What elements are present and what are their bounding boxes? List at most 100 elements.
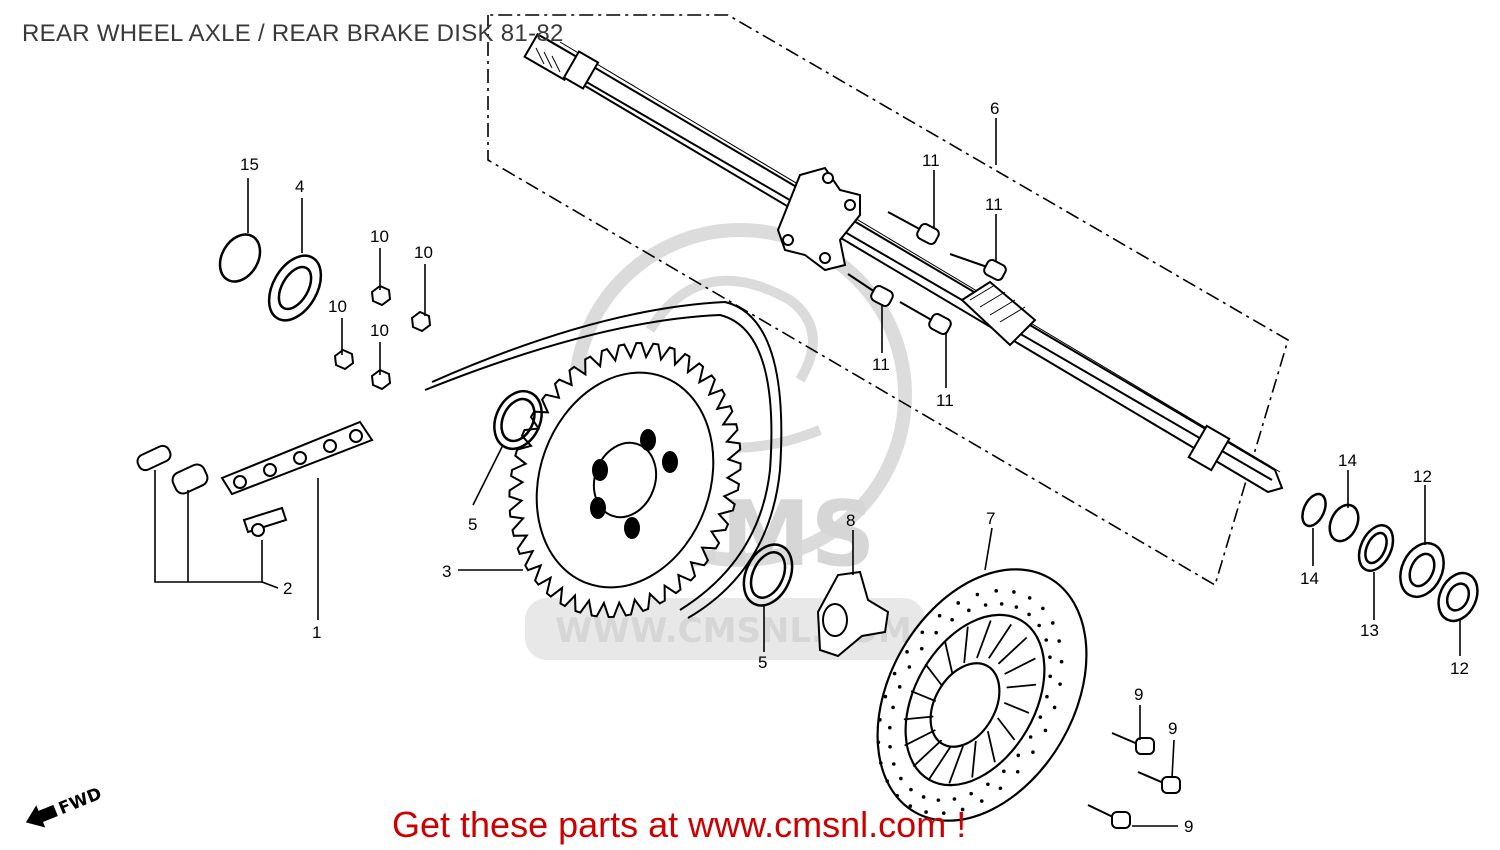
disk-drill-hole (1044, 638, 1049, 642)
disk-drill-hole (919, 646, 924, 651)
disk-drill-hole (883, 694, 888, 699)
disk-drill-hole (1058, 682, 1062, 686)
disk-vent-line (988, 623, 1012, 659)
disk-drill-hole (1014, 605, 1019, 609)
disk-vent-line (912, 739, 943, 768)
rear-axle (523, 32, 1284, 494)
disk-vent-line (1006, 683, 1037, 689)
disk-vent-line (1003, 701, 1030, 714)
disk-bolts (1087, 732, 1181, 829)
disk-drill-hole (892, 671, 897, 676)
callout-12-b: 12 (1450, 659, 1469, 678)
disk-vent-line (948, 745, 964, 784)
disk-drill-hole (1027, 612, 1031, 617)
o-rings (493, 390, 794, 607)
disk-drill-hole (1028, 735, 1033, 739)
callout-9-b: 9 (1168, 719, 1177, 738)
callout-3: 3 (442, 562, 451, 581)
disk-drill-hole (1031, 750, 1035, 754)
fwd-label: FWD (56, 784, 105, 819)
callout-7: 7 (986, 509, 995, 528)
circlip-and-seal (218, 233, 323, 322)
disk-drill-hole (905, 650, 909, 654)
disk-vent-line (903, 715, 934, 721)
callout-10-b: 10 (414, 243, 433, 262)
disk-drill-hole (975, 592, 980, 597)
disk-drill-hole (1037, 623, 1041, 628)
callout-2: 2 (283, 579, 292, 598)
fwd-direction-marker: FWD (25, 784, 105, 828)
disk-drill-hole (1052, 705, 1057, 710)
disk-drill-hole (937, 613, 942, 618)
page-title: REAR WHEEL AXLE / REAR BRAKE DISK 81-82 (22, 20, 564, 47)
disk-drill-hole (876, 740, 881, 745)
callout-1: 1 (312, 623, 321, 642)
disk-drill-hole (979, 799, 984, 803)
disk-drill-hole (1045, 694, 1049, 699)
disk-drill-hole (999, 602, 1004, 606)
disk-drill-hole (1057, 639, 1061, 643)
callout-10-d: 10 (370, 321, 389, 340)
disk-drill-hole (1048, 655, 1052, 659)
callout-5-a: 5 (468, 515, 477, 534)
disk-drill-hole (891, 705, 895, 710)
disk-drill-hole (998, 786, 1003, 791)
disk-drill-hole (878, 718, 882, 722)
callout-10-c: 10 (328, 297, 347, 316)
disk-drill-hole (1043, 728, 1048, 733)
disk-drill-hole (908, 804, 913, 808)
disk-drill-hole (885, 779, 889, 783)
disk-drill-hole (1012, 590, 1016, 594)
callout-11-b: 11 (985, 195, 1003, 214)
disk-drill-hole (1038, 715, 1043, 719)
disk-drill-hole (899, 776, 903, 781)
disk-drill-hole (921, 795, 926, 799)
bearings-and-collars (1301, 492, 1479, 623)
disk-drill-hole (897, 685, 902, 689)
disk-hub (816, 570, 890, 658)
disk-vent-line (924, 663, 944, 687)
leader-lines (154, 118, 1461, 827)
footer-promo-text: Get these parts at www.cmsnl.com ! (392, 804, 967, 845)
disk-drill-hole (1041, 606, 1045, 611)
disk-drill-hole (879, 761, 883, 765)
disk-drill-hole (967, 608, 971, 613)
disk-vent-line (996, 717, 1016, 741)
disk-vent-line (944, 641, 954, 673)
callout-5-b: 5 (758, 653, 767, 672)
disk-drill-hole (1016, 753, 1021, 758)
disk-drill-hole (1059, 659, 1064, 664)
disk-drill-hole (983, 603, 988, 607)
drive-chain (136, 300, 783, 619)
disk-vent-line (971, 740, 977, 778)
disk-drill-hole (920, 630, 925, 635)
disk-drill-hole (986, 782, 990, 787)
disk-drill-hole (969, 791, 973, 796)
disk-vent-line (997, 636, 1028, 665)
disk-drill-hole (895, 793, 899, 798)
rear-sprocket (508, 341, 742, 619)
disk-vent-line (986, 731, 996, 763)
disk-drill-hole (888, 725, 892, 730)
disk-drill-hole (907, 665, 912, 669)
disk-vent-line (928, 745, 952, 781)
brake-disk (876, 568, 1088, 822)
disk-drill-hole (934, 630, 938, 635)
callout-10-a: 10 (370, 227, 389, 246)
disk-drill-hole (1027, 596, 1032, 600)
callout-4: 4 (295, 177, 304, 196)
callout-11-d: 11 (936, 391, 954, 410)
callout-14-a: 14 (1300, 569, 1319, 588)
disk-drill-hole (1002, 769, 1006, 774)
disk-drill-hole (888, 745, 892, 749)
disk-drill-hole (924, 810, 928, 814)
disk-drill-hole (941, 811, 946, 815)
disk-drill-hole (936, 798, 941, 802)
disk-drill-hole (1015, 769, 1020, 774)
disk-drill-hole (950, 617, 954, 622)
disk-drill-hole (994, 589, 999, 593)
callout-9-a: 9 (1134, 685, 1143, 704)
disk-drill-hole (1048, 674, 1052, 679)
